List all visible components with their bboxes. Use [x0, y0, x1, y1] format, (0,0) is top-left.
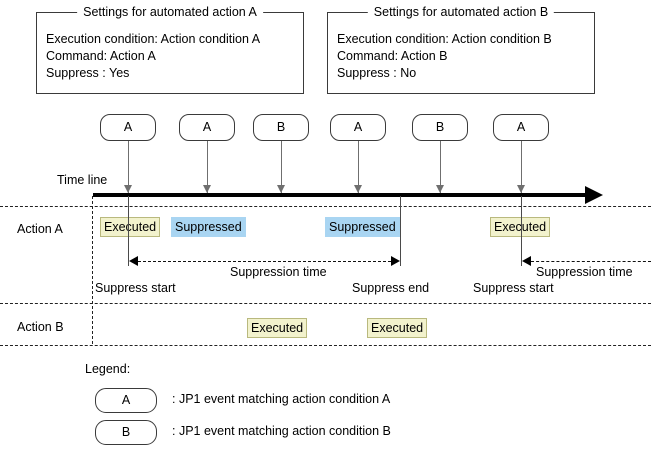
settings-b-line-1: Execution condition: Action condition B: [337, 32, 552, 46]
event-drop-arrow-6: [517, 185, 525, 193]
legend-bubble-b: B: [95, 420, 157, 445]
suppress-end-caption-1: Suppress end: [352, 281, 430, 295]
event-bubble-2: A: [179, 114, 235, 141]
settings-a-line-1: Execution condition: Action condition A: [46, 32, 261, 46]
suppress-start-marker-1: [128, 196, 129, 266]
event-drop-arrow-1: [124, 185, 132, 193]
suppress-start-caption-2: Suppress start: [473, 281, 554, 295]
suppression-span-1-line: [138, 261, 391, 262]
action-b-chip-executed-2: Executed: [367, 318, 428, 338]
suppression-span-2-arrow-left: [522, 256, 531, 266]
legend-text-a: : JP1 event matching action condition A: [172, 392, 391, 406]
action-a-chip-executed-2: Executed: [490, 217, 551, 237]
legend-text-b: : JP1 event matching action condition B: [172, 424, 391, 438]
legend-bubble-a: A: [95, 388, 157, 413]
settings-box-b-lines: Execution condition: Action condition B …: [337, 31, 552, 82]
suppression-span-1-label: Suppression time: [230, 265, 327, 279]
suppression-span-2-line: [531, 261, 651, 262]
settings-b-line-3: Suppress : No: [337, 66, 417, 80]
settings-a-line-2: Command: Action A: [46, 49, 156, 63]
action-a-chip-executed-1: Executed: [100, 217, 161, 237]
event-bubble-1: A: [100, 114, 156, 141]
settings-box-a-lines: Execution condition: Action condition A …: [46, 31, 260, 82]
settings-box-action-a: Settings for automated action A Executio…: [36, 5, 304, 94]
settings-box-b-title: Settings for automated action B: [367, 5, 555, 19]
row-label-column-divider: [92, 196, 93, 344]
separator-top: [0, 206, 651, 207]
event-dropline-1: [128, 141, 129, 193]
event-drop-arrow-4: [354, 185, 362, 193]
event-dropline-5: [440, 141, 441, 193]
action-a-chip-suppressed-2: Suppressed: [325, 217, 400, 237]
settings-box-action-b: Settings for automated action B Executio…: [327, 5, 595, 94]
settings-a-line-3: Suppress : Yes: [46, 66, 130, 80]
settings-box-a-title: Settings for automated action A: [77, 5, 263, 19]
suppress-start-caption-1: Suppress start: [95, 281, 176, 295]
event-drop-arrow-5: [436, 185, 444, 193]
event-bubble-4: A: [330, 114, 386, 141]
legend-title: Legend:: [85, 362, 131, 376]
event-dropline-6: [521, 141, 522, 193]
suppression-span-2-label: Suppression time: [536, 265, 633, 279]
action-a-chip-suppressed-1: Suppressed: [171, 217, 246, 237]
suppression-span-1-arrow-left: [129, 256, 138, 266]
event-bubble-5: B: [412, 114, 468, 141]
time-line-bar: [93, 193, 587, 197]
event-bubble-3: B: [253, 114, 309, 141]
time-line-arrowhead: [585, 186, 603, 204]
event-dropline-2: [207, 141, 208, 193]
suppress-start-marker-2: [521, 196, 522, 266]
suppression-span-1-arrow-right: [391, 256, 400, 266]
event-drop-arrow-2: [203, 185, 211, 193]
separator-middle: [0, 303, 651, 304]
row-label-action-b: Action B: [17, 320, 64, 334]
time-line-label: Time line: [57, 173, 108, 187]
row-label-action-a: Action A: [17, 222, 63, 236]
event-dropline-4: [358, 141, 359, 193]
settings-b-line-2: Command: Action B: [337, 49, 448, 63]
event-dropline-3: [281, 141, 282, 193]
action-b-chip-executed-1: Executed: [247, 318, 308, 338]
event-bubble-6: A: [493, 114, 549, 141]
event-drop-arrow-3: [277, 185, 285, 193]
separator-bottom: [0, 345, 651, 346]
suppress-end-marker-1: [400, 196, 401, 266]
